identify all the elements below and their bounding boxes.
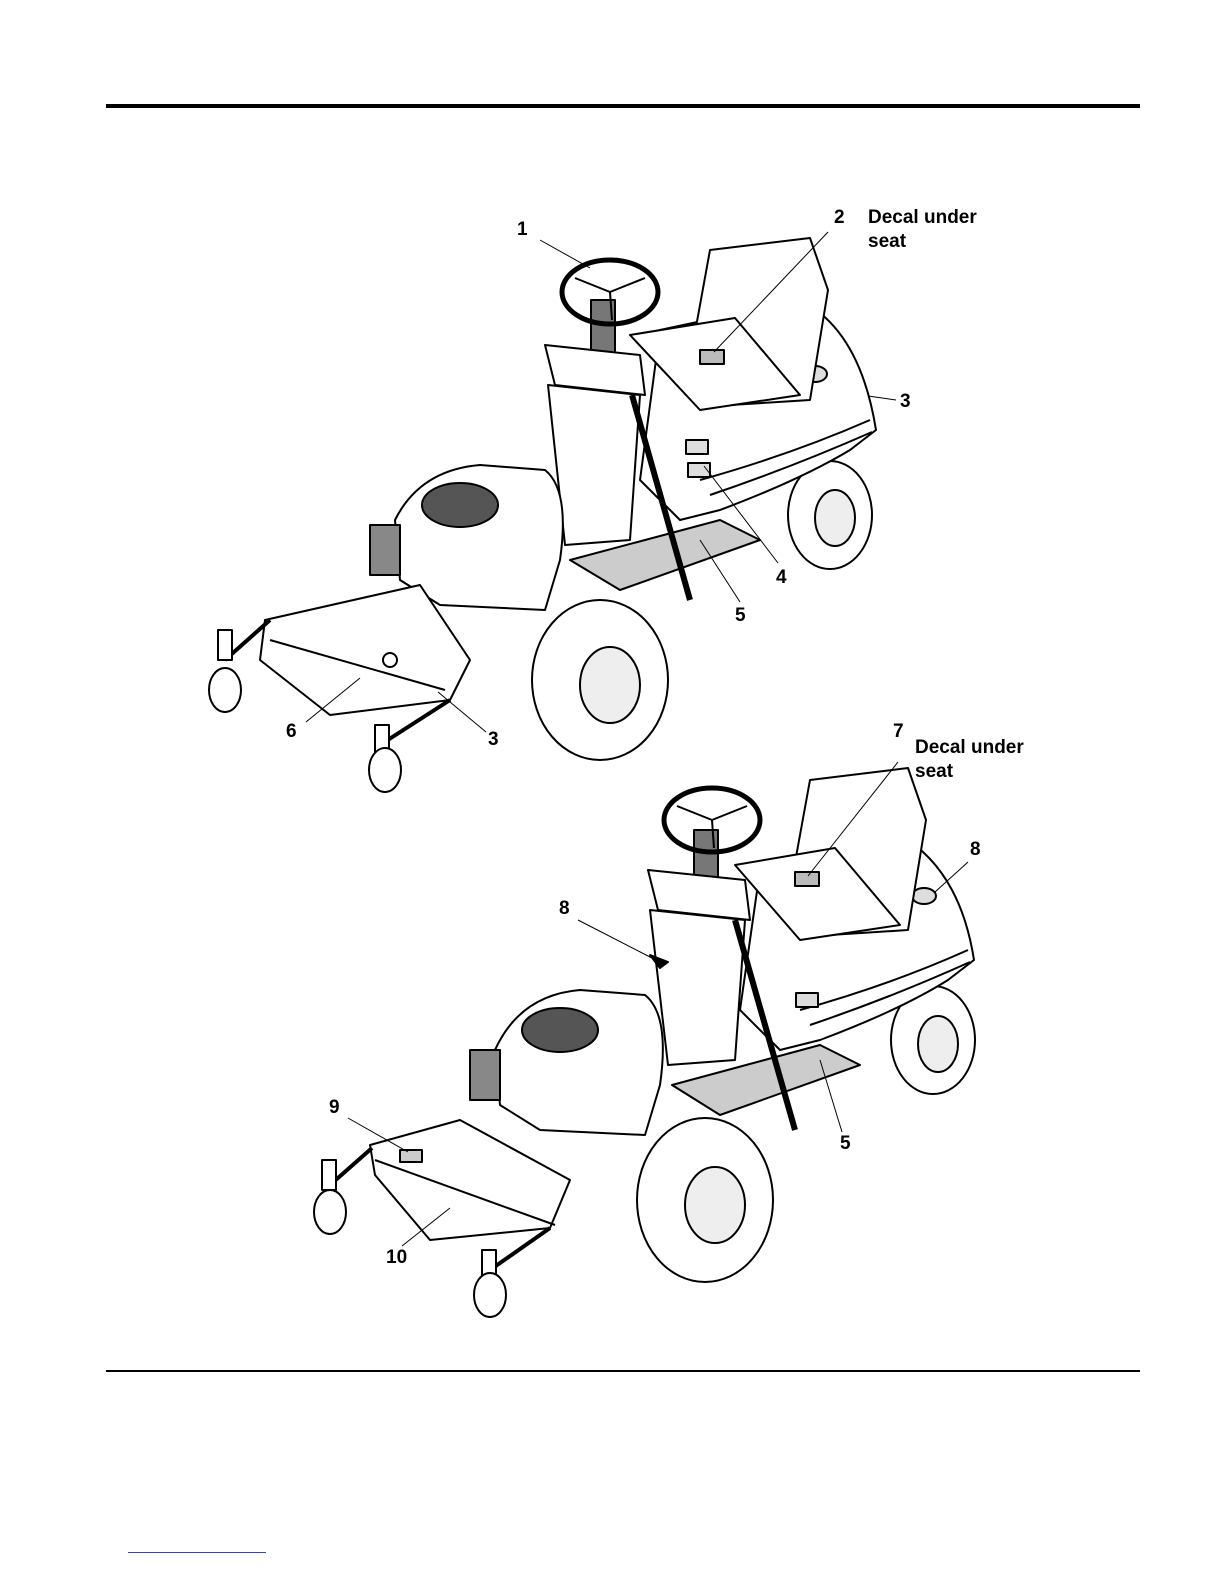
callout-1: 1 — [517, 218, 528, 242]
note-decal-under-seat-bottom: Decal under seat — [915, 736, 1055, 784]
callout-3: 3 — [900, 390, 911, 414]
callout-7: 7 — [893, 720, 904, 744]
callout-6: 6 — [286, 720, 297, 744]
callout-5: 5 — [840, 1132, 851, 1156]
footer-link-underline[interactable] — [128, 1552, 266, 1553]
footer-rule — [106, 1370, 1140, 1372]
mower-illustration-top — [209, 238, 876, 792]
callout-8: 8 — [970, 838, 981, 862]
mower-illustration-bottom — [314, 768, 975, 1317]
note-decal-under-seat-top: Decal under seat — [868, 206, 1008, 254]
callout-10: 10 — [386, 1246, 407, 1270]
callout-9: 9 — [329, 1096, 340, 1120]
callout-2: 2 — [834, 206, 845, 230]
callout-5: 5 — [735, 604, 746, 628]
callout-4: 4 — [776, 566, 787, 590]
callout-3: 3 — [488, 728, 499, 752]
callout-8: 8 — [559, 897, 570, 921]
